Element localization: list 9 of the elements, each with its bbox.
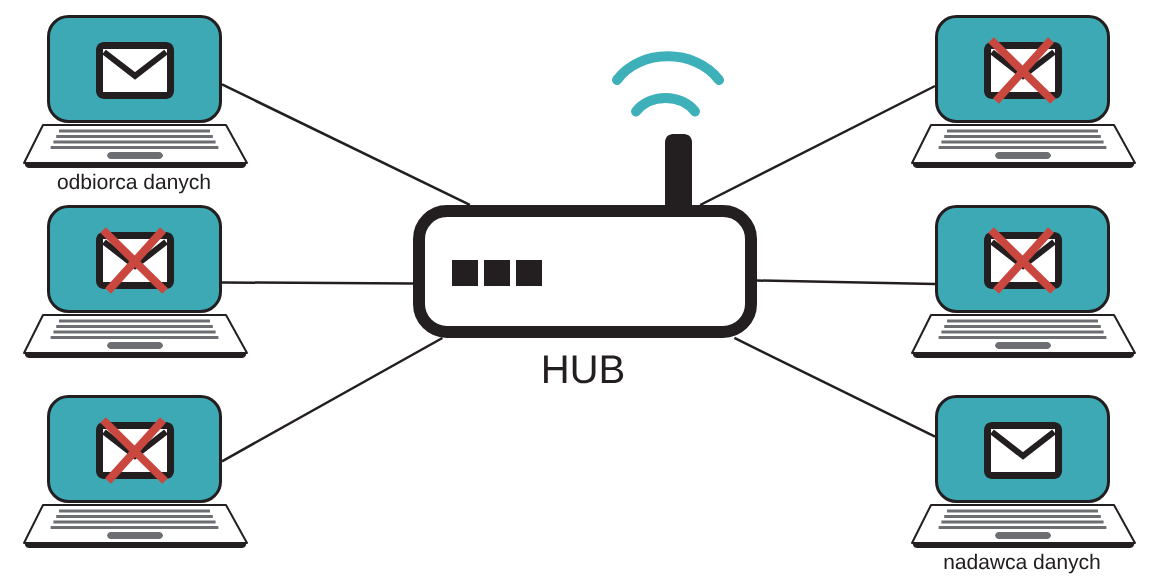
device-label: HUB <box>544 355 624 384</box>
cable-line <box>222 281 413 285</box>
device-caption: nadawca danych <box>944 553 1100 574</box>
cable-line <box>221 336 443 463</box>
cable-line <box>699 84 936 207</box>
device-caption: odbiorca danych <box>57 173 210 194</box>
cable-line <box>757 279 936 286</box>
cable-line <box>221 83 471 207</box>
cable-line <box>733 336 936 438</box>
